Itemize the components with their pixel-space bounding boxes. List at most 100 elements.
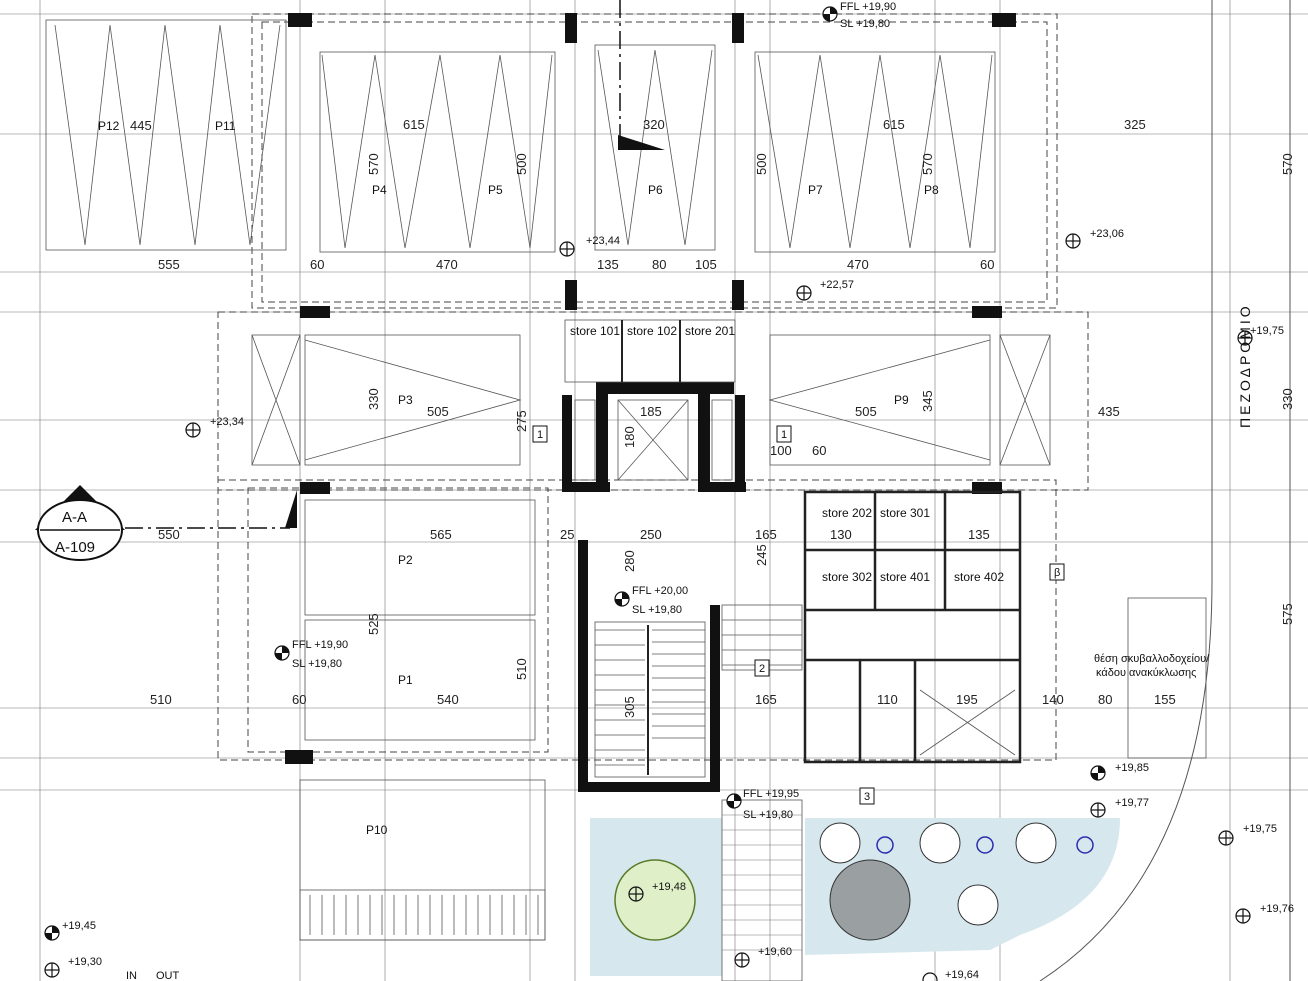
level-1964: +19,64 xyxy=(945,969,979,981)
dim-555: 555 xyxy=(158,257,180,272)
parking-label-p12: P12 xyxy=(98,119,120,133)
dim-615-b: 615 xyxy=(883,117,905,132)
dim-180: 180 xyxy=(622,426,637,448)
dim-80-b: 80 xyxy=(1098,692,1112,707)
dim-470-b: 470 xyxy=(847,257,869,272)
ffl-entry: FFL +19,95 xyxy=(743,788,799,800)
building-outline xyxy=(217,13,1089,761)
parking-label-p9: P9 xyxy=(894,393,909,407)
dim-245: 245 xyxy=(754,544,769,566)
dim-280: 280 xyxy=(622,550,637,572)
tag-1-left: 1 xyxy=(537,429,543,441)
parking-label-p5: P5 xyxy=(488,183,503,197)
dim-510-a: 510 xyxy=(150,692,172,707)
pavement xyxy=(1039,0,1291,981)
store-201-label: store 201 xyxy=(685,324,735,338)
dim-60-c: 60 xyxy=(292,692,306,707)
parking-label-p11: P11 xyxy=(215,119,236,133)
detail-tags xyxy=(532,425,1065,805)
bin-label-line-2: κάδου ανακύκλωσης xyxy=(1096,667,1196,679)
level-1960: +19,60 xyxy=(758,946,792,958)
dim-250: 250 xyxy=(640,527,662,542)
ffl-markers xyxy=(44,6,1106,941)
stores-top xyxy=(564,319,736,383)
dim-615-a: 615 xyxy=(403,117,425,132)
level-1985: +19,85 xyxy=(1115,762,1149,774)
parking-label-p6: P6 xyxy=(648,183,663,197)
out-label: OUT xyxy=(156,970,180,981)
dim-575: 575 xyxy=(1280,603,1295,625)
section-sheet: A-109 xyxy=(55,539,95,556)
tag-beta: β xyxy=(1054,567,1060,579)
parking-label-p7: P7 xyxy=(808,183,823,197)
level-2306: +23,06 xyxy=(1090,228,1124,240)
dim-325: 325 xyxy=(1124,117,1146,132)
dim-330-a: 330 xyxy=(366,388,381,410)
ffl-stair: FFL +20,00 xyxy=(632,585,688,597)
ffl-top: FFL +19,90 xyxy=(840,1,896,13)
dim-130: 130 xyxy=(830,527,852,542)
store-102-label: store 102 xyxy=(627,324,677,338)
dim-110: 110 xyxy=(877,692,898,707)
tag-1-right: 1 xyxy=(781,429,787,441)
level-1975-a: +19,75 xyxy=(1250,325,1284,337)
street-label: ΠΕΖΟΔΡΟΜΙΟ xyxy=(1237,303,1253,428)
parking-label-p8: P8 xyxy=(924,183,939,197)
dim-275: 275 xyxy=(514,410,529,432)
dim-195: 195 xyxy=(956,692,978,707)
sl-top: SL +19,80 xyxy=(840,18,890,30)
parking-label-p10: P10 xyxy=(366,823,388,837)
dim-445: 445 xyxy=(130,118,152,133)
dim-135-a: 135 xyxy=(597,257,619,272)
dim-505-b: 505 xyxy=(855,404,877,419)
dim-345: 345 xyxy=(920,390,935,412)
level-2334: +23,34 xyxy=(210,416,244,428)
dim-25: 25 xyxy=(560,527,574,542)
level-1848: +19,48 xyxy=(652,881,686,893)
store-402-label: store 402 xyxy=(954,570,1004,584)
dim-570-a: 570 xyxy=(366,153,381,175)
dimension-labels: 445 615 320 615 325 555 60 470 135 80 10… xyxy=(130,117,1295,718)
dim-105: 105 xyxy=(695,257,717,272)
dim-550: 550 xyxy=(158,527,180,542)
dim-500-b: 500 xyxy=(754,153,769,175)
dim-570-c: 570 xyxy=(1280,153,1295,175)
dim-60-a: 60 xyxy=(310,257,324,272)
parking-label-p3: P3 xyxy=(398,393,413,407)
dim-330-b: 330 xyxy=(1280,388,1295,410)
parking-label-p1: P1 xyxy=(398,673,413,687)
level-2257: +22,57 xyxy=(820,279,854,291)
store-101-label: store 101 xyxy=(570,324,620,338)
section-label: A-A xyxy=(62,509,87,526)
dim-185: 185 xyxy=(640,404,662,419)
stores-bottom xyxy=(803,490,1022,764)
level-markers xyxy=(44,233,1253,981)
store-202-label: store 202 xyxy=(822,506,872,520)
store-401-label: store 401 xyxy=(880,570,930,584)
dim-80-a: 80 xyxy=(652,257,666,272)
tag-2: 2 xyxy=(759,663,765,675)
level-2344: +23,44 xyxy=(586,235,620,247)
dim-565: 565 xyxy=(430,527,452,542)
dim-135-b: 135 xyxy=(968,527,990,542)
dim-155: 155 xyxy=(1154,692,1176,707)
dim-570-b: 570 xyxy=(920,153,935,175)
dim-165-b: 165 xyxy=(755,692,777,707)
dim-510-b: 510 xyxy=(514,658,529,680)
parking-bays xyxy=(45,19,1051,941)
dim-470-a: 470 xyxy=(436,257,458,272)
dim-525: 525 xyxy=(366,613,381,635)
bin-label-line-1: θέση σκυβαλλοδοχείου/ xyxy=(1094,653,1210,665)
dim-140: 140 xyxy=(1042,692,1064,707)
dim-435: 435 xyxy=(1098,404,1120,419)
level-1975-b: +19,75 xyxy=(1243,823,1277,835)
in-label: IN xyxy=(126,970,137,981)
garden-areas xyxy=(590,799,1120,981)
level-1977: +19,77 xyxy=(1115,797,1149,809)
dim-320: 320 xyxy=(643,117,665,132)
dim-500-a: 500 xyxy=(514,153,529,175)
dim-100: 100 xyxy=(770,443,792,458)
structural-columns xyxy=(285,13,1016,764)
sl-p1: SL +19,80 xyxy=(292,658,342,670)
level-1976: +19,76 xyxy=(1260,903,1294,915)
